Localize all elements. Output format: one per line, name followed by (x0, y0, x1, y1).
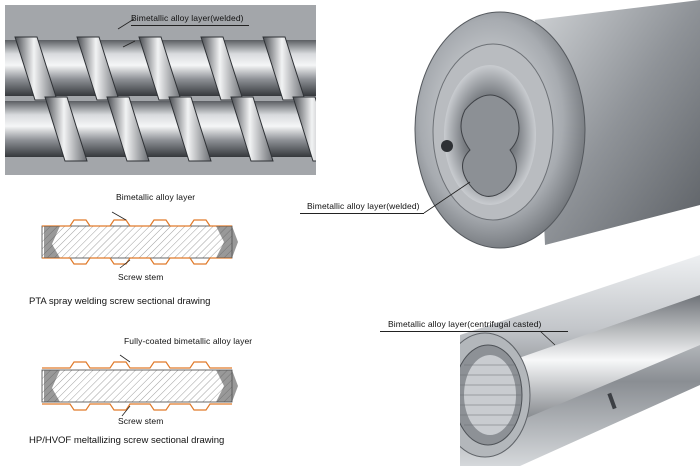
hvof-section-svg (41, 354, 238, 417)
pta-caption: PTA spray welding screw sectional drawin… (29, 296, 211, 307)
pta-layer-label: Bimetallic alloy layer (116, 192, 196, 202)
centrifugal-photo-label: Bimetallic alloy layer(centrifugal caste… (388, 319, 542, 329)
pta-section-svg (41, 211, 238, 269)
barrel-photo-label-underline (300, 213, 424, 214)
top-photo-label: Bimetallic alloy layer(welded) (131, 13, 244, 23)
twin-screw-photo: Bimetallic alloy layer(welded) (5, 5, 316, 175)
hvof-drawing: Fully-coated bimetallic alloy layer Scre… (30, 336, 300, 436)
hvof-stem-label: Screw stem (118, 416, 164, 426)
pta-drawing: Bimetallic alloy layer Screw stem (30, 192, 290, 312)
pta-stem-label: Screw stem (118, 272, 164, 282)
centrifugal-image (430, 255, 700, 466)
centrifugal-photo (430, 255, 700, 466)
top-photo-label-underline (131, 25, 249, 26)
hvof-caption: HP/HVOF meltallizing screw sectional dra… (29, 435, 225, 446)
centrifugal-label-underline (380, 331, 568, 332)
twin-screw-image (5, 5, 316, 175)
barrel-photo-label: Bimetallic alloy layer(welded) (307, 201, 420, 211)
hvof-layer-label: Fully-coated bimetallic alloy layer (124, 336, 253, 346)
